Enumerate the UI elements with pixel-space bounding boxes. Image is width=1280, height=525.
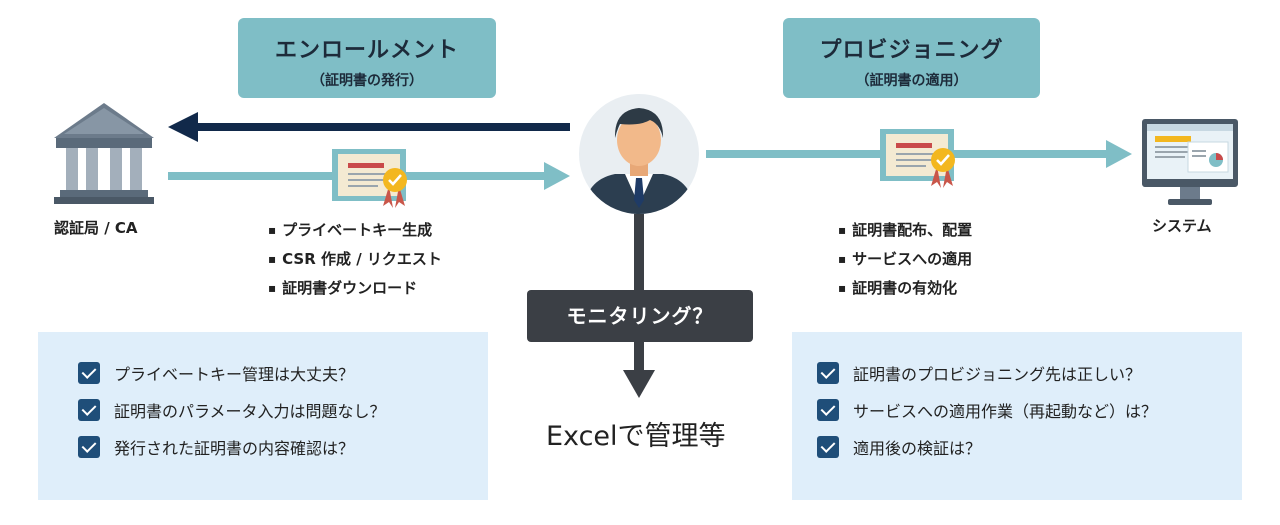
enrollment-step-list: プライベートキー生成 CSR 作成 / リクエスト 証明書ダウンロード (268, 216, 442, 303)
list-item: CSR 作成 / リクエスト (268, 245, 442, 274)
list-item: サービスへの適用 (838, 245, 972, 274)
checklist-item: プライベートキー管理は大丈夫？ (78, 354, 488, 391)
bank-icon (54, 103, 154, 204)
provisioning-subtitle: （証明書の適用） (855, 73, 968, 89)
arrow-down-to-excel (623, 210, 655, 398)
monitor-icon (1142, 119, 1238, 205)
enrollment-phase-box: エンロールメント （証明書の発行） (238, 18, 496, 98)
checklist-item: サービスへの適用作業（再起動など）は？ (817, 391, 1242, 428)
list-item: 証明書の有効化 (838, 274, 972, 303)
checkbox-checked-icon (78, 435, 100, 458)
provisioning-checklist-panel: 証明書のプロビジョニング先は正しい？ サービスへの適用作業（再起動など）は？ 適… (792, 332, 1242, 500)
checklist-text: 証明書のパラメータ入力は問題なし？ (114, 401, 386, 421)
checklist-item: 適用後の検証は？ (817, 428, 1242, 465)
provisioning-step-list: 証明書配布、配置 サービスへの適用 証明書の有効化 (838, 216, 972, 303)
list-item: 証明書配布、配置 (838, 216, 972, 245)
checklist-text: サービスへの適用作業（再起動など）は？ (853, 401, 1158, 421)
checklist-item: 証明書のパラメータ入力は問題なし？ (78, 391, 488, 428)
system-label: システム (1152, 217, 1212, 235)
provisioning-title: プロビジョニング (819, 38, 1004, 63)
enrollment-title: エンロールメント (274, 38, 459, 63)
checkbox-checked-icon (78, 361, 100, 384)
certificate-icon (880, 129, 955, 188)
enrollment-subtitle: （証明書の発行） (311, 73, 423, 89)
checklist-item: 発行された証明書の内容確認は？ (78, 428, 488, 465)
checklist-text: 適用後の検証は？ (853, 438, 982, 458)
checkbox-checked-icon (817, 398, 839, 421)
checklist-text: 発行された証明書の内容確認は？ (114, 438, 355, 458)
provisioning-phase-box: プロビジョニング （証明書の適用） (783, 18, 1040, 98)
ca-label: 認証局 / CA (54, 219, 138, 237)
excel-management-note: Excelで管理等 (546, 421, 726, 452)
person-icon (579, 94, 699, 214)
checkbox-checked-icon (817, 435, 839, 458)
certificate-icon (332, 149, 407, 208)
monitoring-label: モニタリング？ (527, 290, 753, 342)
checkbox-checked-icon (78, 398, 100, 421)
list-item: プライベートキー生成 (268, 216, 442, 245)
checklist-item: 証明書のプロビジョニング先は正しい？ (817, 354, 1242, 391)
checklist-text: プライベートキー管理は大丈夫？ (114, 364, 355, 384)
list-item: 証明書ダウンロード (268, 274, 442, 303)
checklist-text: 証明書のプロビジョニング先は正しい？ (853, 364, 1142, 384)
enrollment-checklist-panel: プライベートキー管理は大丈夫？ 証明書のパラメータ入力は問題なし？ 発行された証… (38, 332, 488, 500)
arrow-to-ca (168, 112, 570, 142)
checkbox-checked-icon (817, 361, 839, 384)
